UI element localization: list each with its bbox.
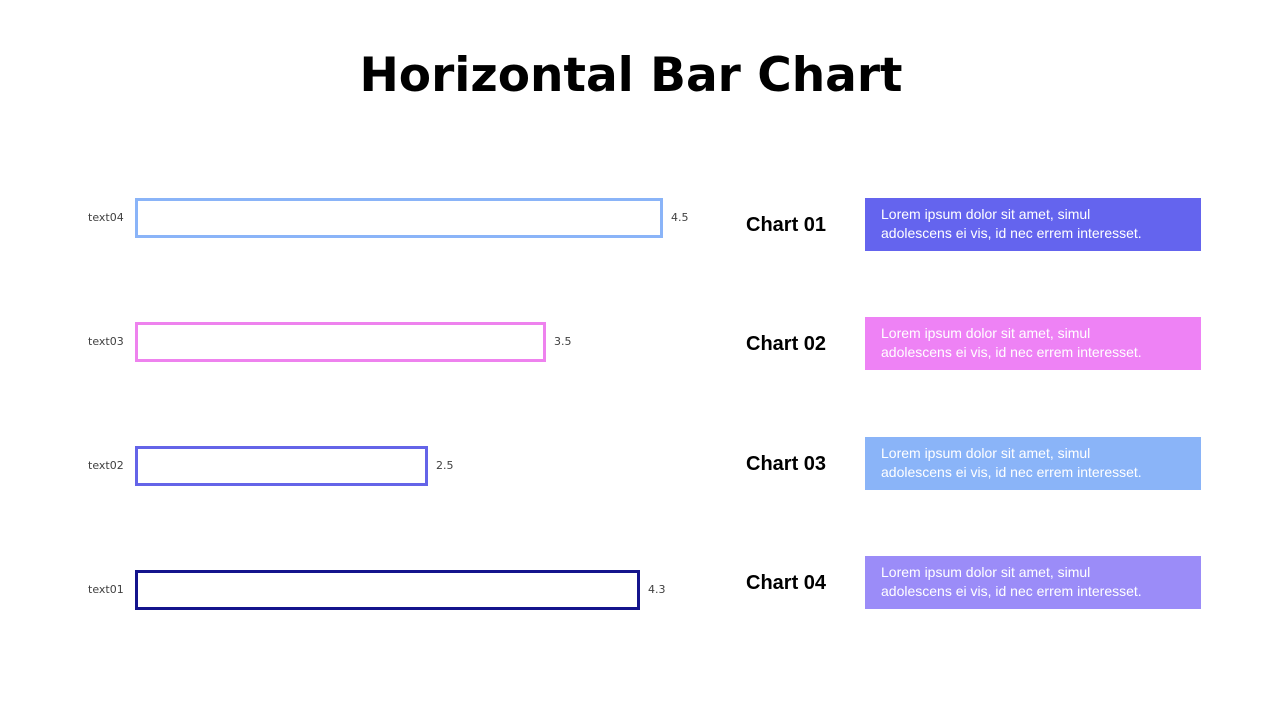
- legend-item-chart-01: Chart 01 Lorem ipsum dolor sit amet, sim…: [746, 198, 1202, 252]
- category-label: text01: [88, 583, 124, 596]
- legend-text-line-1: Lorem ipsum dolor sit amet, simul: [881, 206, 1091, 222]
- bar-text01: [135, 570, 640, 610]
- legend-text-line-2: adolescens ei vis, id nec errem interess…: [881, 225, 1142, 241]
- legend-text-line-2: adolescens ei vis, id nec errem interess…: [881, 464, 1142, 480]
- bar-text03: [135, 322, 546, 362]
- legend-text-line-1: Lorem ipsum dolor sit amet, simul: [881, 564, 1091, 580]
- legend-text-line-1: Lorem ipsum dolor sit amet, simul: [881, 325, 1091, 341]
- legend-item-chart-02: Chart 02 Lorem ipsum dolor sit amet, sim…: [746, 317, 1202, 371]
- legend-item-chart-03: Chart 03 Lorem ipsum dolor sit amet, sim…: [746, 437, 1202, 491]
- legend-description-box: Lorem ipsum dolor sit amet, simul adoles…: [865, 437, 1201, 490]
- value-label: 4.3: [648, 583, 666, 596]
- legend-text-line-2: adolescens ei vis, id nec errem interess…: [881, 344, 1142, 360]
- legend-item-chart-04: Chart 04 Lorem ipsum dolor sit amet, sim…: [746, 556, 1202, 610]
- category-label: text03: [88, 335, 124, 348]
- legend-text-line-2: adolescens ei vis, id nec errem interess…: [881, 583, 1142, 599]
- bar-text04: [135, 198, 663, 238]
- bar-row-text02: text02 2.5: [0, 446, 720, 486]
- legend-title: Chart 02: [746, 333, 827, 355]
- legend-title: Chart 03: [746, 453, 827, 475]
- value-label: 3.5: [554, 335, 572, 348]
- bar-row-text01: text01 4.3: [0, 570, 720, 610]
- legend-description-box: Lorem ipsum dolor sit amet, simul adoles…: [865, 198, 1201, 251]
- value-label: 4.5: [671, 211, 689, 224]
- horizontal-bar-chart: text04 4.5 text03 3.5 text02 2.5 text01 …: [0, 198, 720, 610]
- category-label: text04: [88, 211, 124, 224]
- legend-text-line-1: Lorem ipsum dolor sit amet, simul: [881, 445, 1091, 461]
- bar-text02: [135, 446, 428, 486]
- legend-description-box: Lorem ipsum dolor sit amet, simul adoles…: [865, 556, 1201, 609]
- page-title: Horizontal Bar Chart: [359, 48, 903, 103]
- bar-row-text03: text03 3.5: [0, 322, 720, 362]
- legend-description-box: Lorem ipsum dolor sit amet, simul adoles…: [865, 317, 1201, 370]
- bar-row-text04: text04 4.5: [0, 198, 720, 238]
- legend-title: Chart 04: [746, 572, 827, 594]
- value-label: 2.5: [436, 459, 454, 472]
- legend-title: Chart 01: [746, 214, 827, 236]
- category-label: text02: [88, 459, 124, 472]
